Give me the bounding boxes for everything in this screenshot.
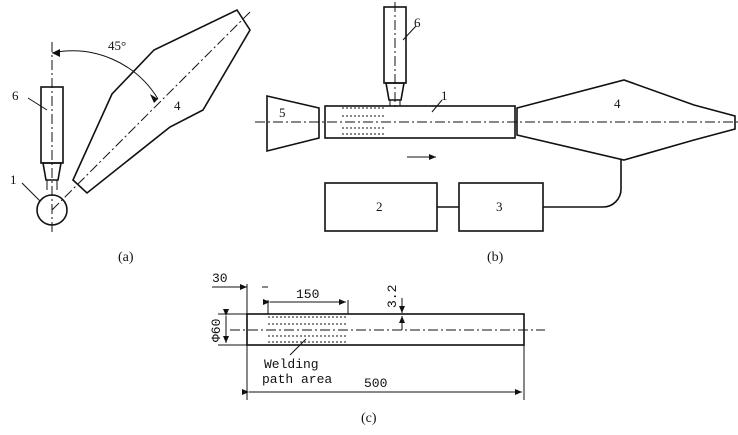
dim-path-length: 150: [296, 287, 319, 302]
label-box-2: 2: [376, 199, 383, 214]
welding-torch-nozzle: [385, 82, 405, 101]
leader-line: [21, 182, 41, 202]
angle-arrowhead: [52, 49, 60, 57]
workpiece-cross-section: [36, 194, 68, 226]
dim-wall: 3.2: [385, 285, 400, 308]
chuck: [266, 94, 320, 153]
laser-head: [516, 79, 736, 161]
dim-total-length: 500: [364, 376, 387, 391]
note-line-2: path area: [262, 372, 332, 387]
label-box-3: 3: [496, 199, 503, 214]
leader-line: [431, 99, 443, 113]
laser-axis-centerline: [51, 11, 251, 211]
label-laser: 4: [614, 96, 621, 111]
label-chuck: 5: [279, 105, 286, 120]
leader-line: [27, 97, 48, 111]
laser-cable: [543, 160, 622, 208]
welding-torch-nozzle: [42, 162, 62, 181]
panel-c: 30 150 3.2 Φ60 500 Welding path area (c): [209, 271, 545, 426]
panel-b: 6 5 1 4 2 3 (b): [255, 2, 738, 265]
dim-offset: 30: [212, 271, 228, 286]
dim-diameter: Φ60: [209, 319, 224, 342]
laser-head: [72, 8, 251, 195]
note-line-1: Welding: [264, 357, 319, 372]
label-laser: 4: [174, 98, 181, 113]
caption-c: (c): [361, 411, 377, 426]
panel-a: 45° 6 1 4 (a): [10, 8, 251, 265]
angle-label: 45°: [108, 38, 126, 53]
label-torch: 6: [12, 88, 19, 103]
label-workpiece: 1: [10, 172, 17, 187]
label-workpiece: 1: [441, 88, 448, 103]
angle-arc: [51, 50, 159, 100]
label-torch: 6: [414, 15, 421, 30]
leader-line: [402, 25, 417, 41]
caption-a: (a): [118, 250, 134, 265]
caption-b: (b): [487, 250, 504, 265]
workpiece-tube: [324, 105, 516, 139]
angle-arrowhead: [150, 94, 158, 103]
leader-line: [289, 338, 307, 356]
